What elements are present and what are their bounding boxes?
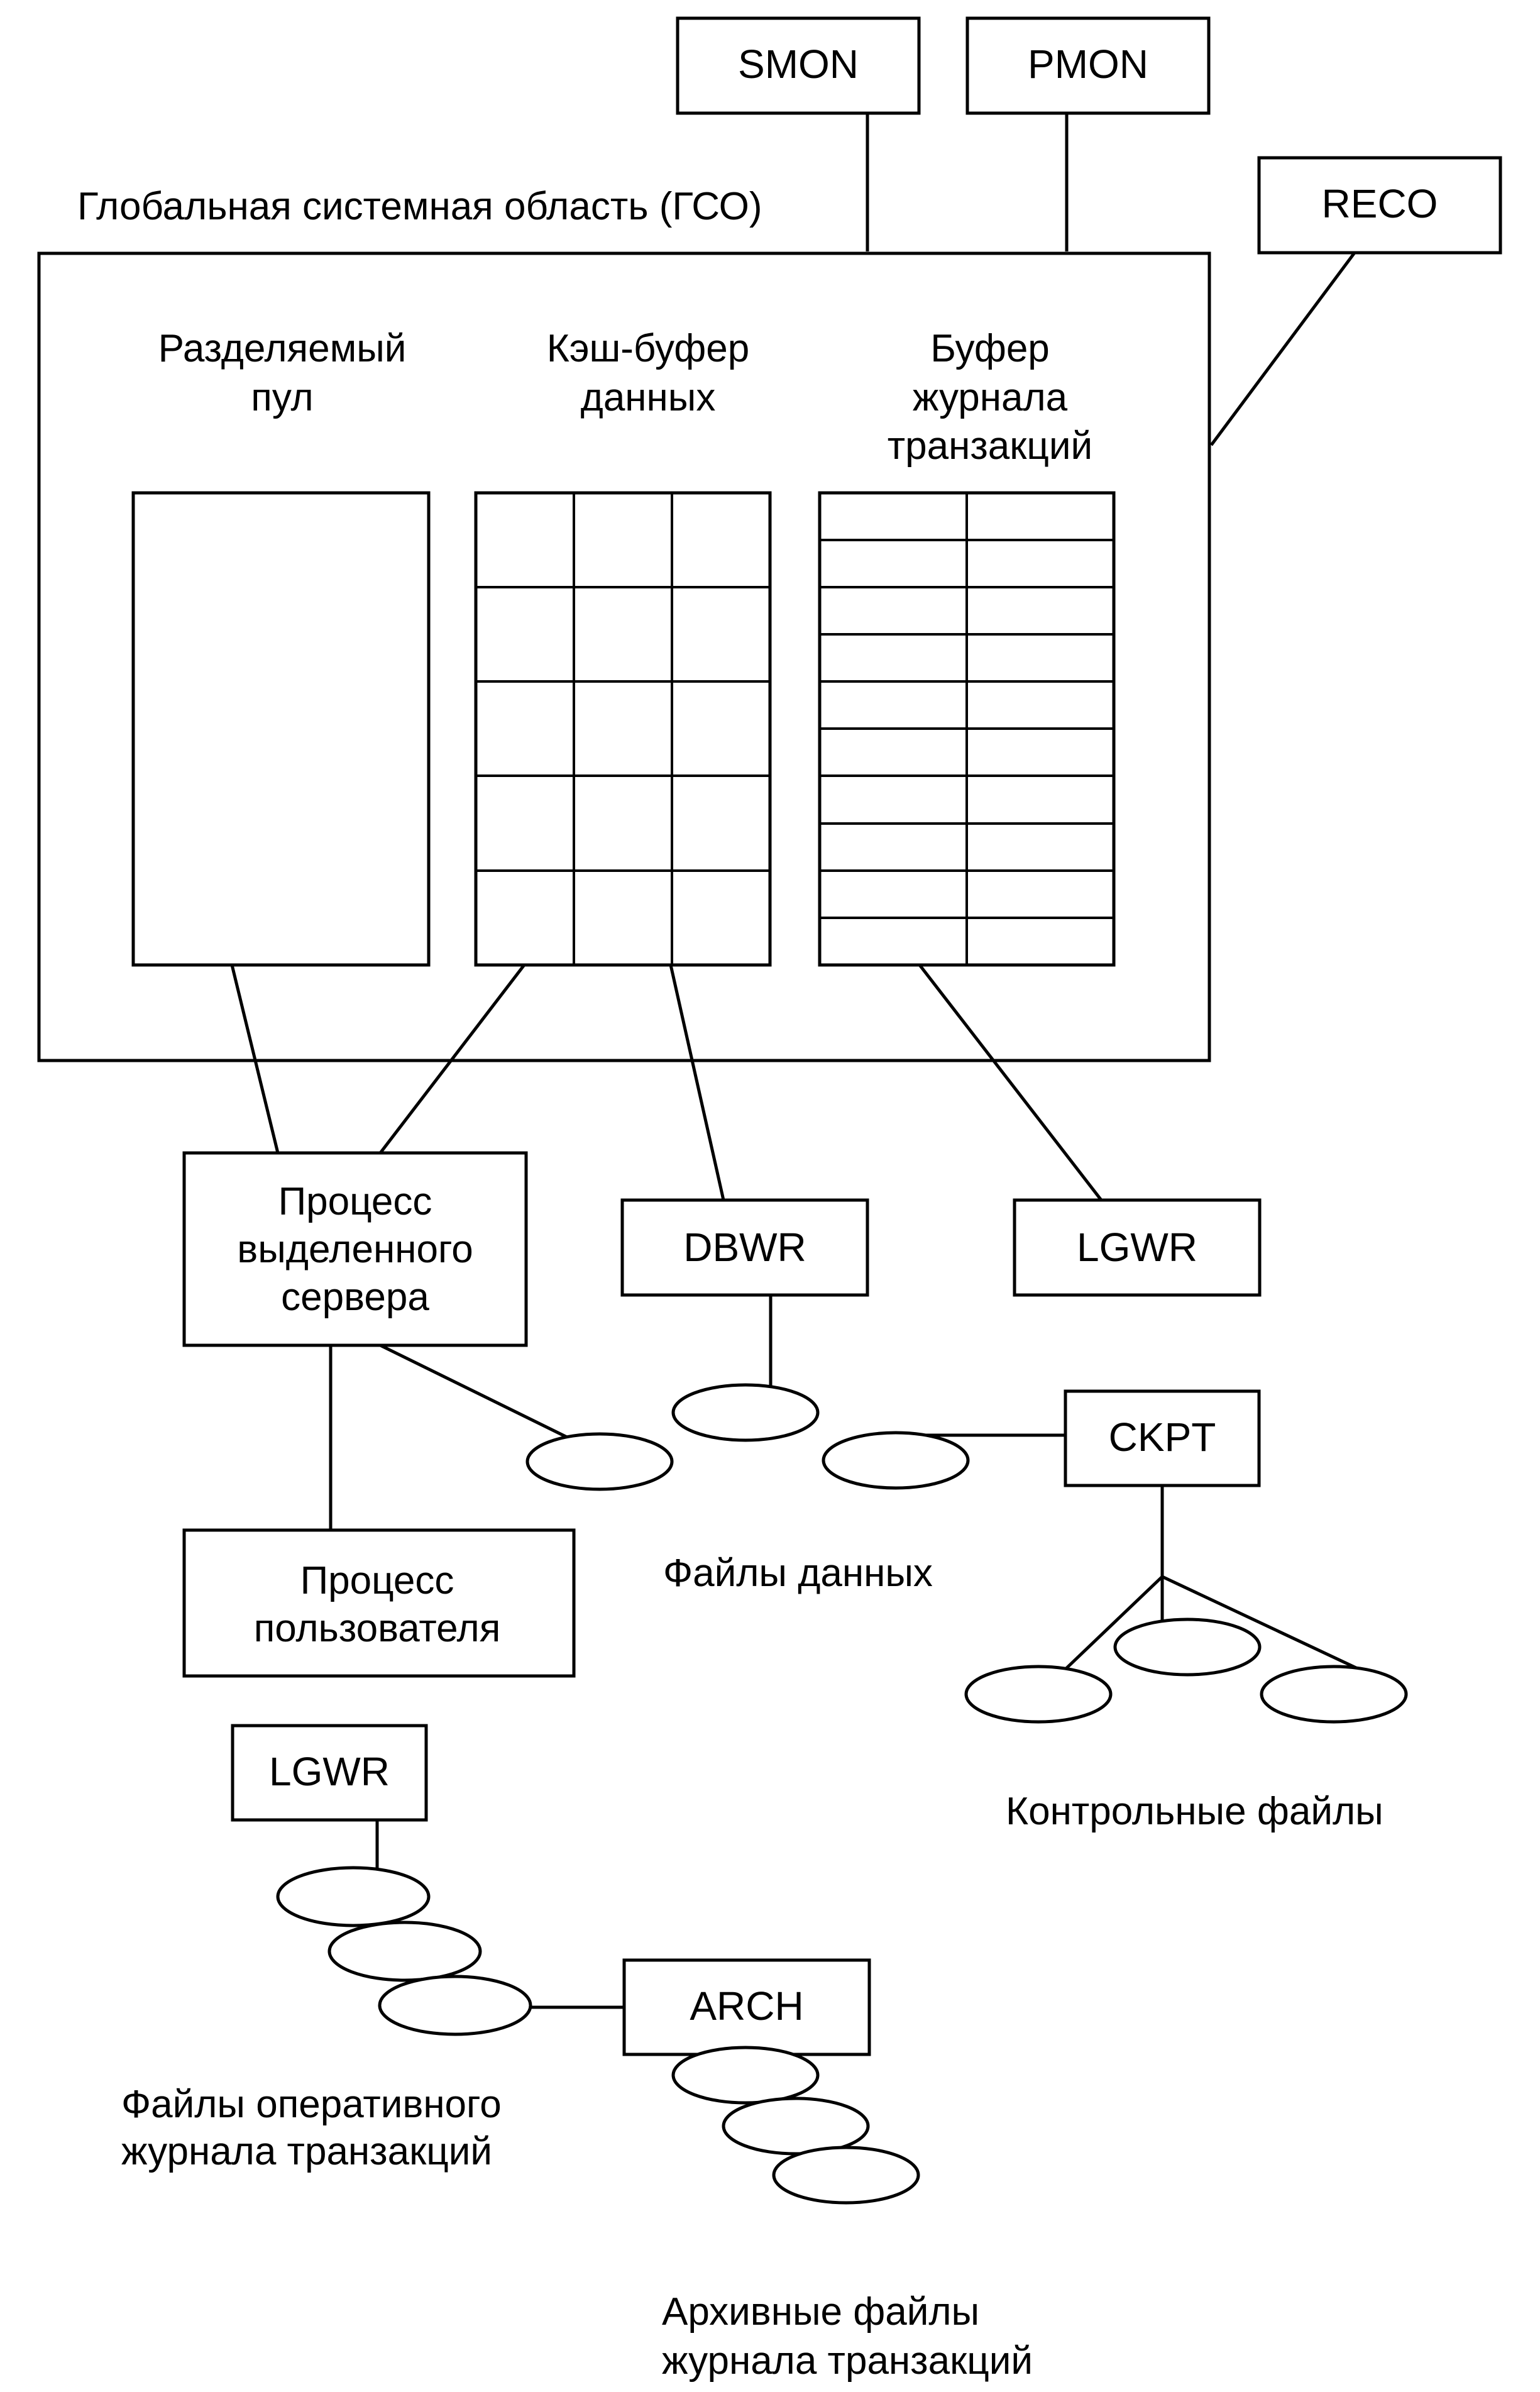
sga-title: Глобальная системная область (ГСО) [77,185,762,228]
data-file-disk [525,1432,674,1491]
shared-pool-label-line2: пул [251,376,313,419]
server-process-label-line2: выделенного [237,1228,473,1271]
pmon-label: PMON [1028,41,1148,87]
archive-logs-label-line2: журнала транзакций [662,2339,1033,2383]
lgwr-top-label: LGWR [1077,1225,1197,1270]
control-file-disk [1260,1665,1408,1724]
db-buffer-cache-label-line2: данных [581,376,716,419]
db-buffer-cache-grid [474,491,772,967]
control-file-disk [1113,1618,1262,1677]
data-files: Файлы данных [525,1383,970,1595]
redo-log-buffer: Буфер журнала транзакций [818,327,1116,967]
archive-log-files: Архивные файлы журнала транзакций [662,2046,1033,2383]
archive-logs-label-line1: Архивные файлы [662,2290,979,2334]
pmon-process: PMON [965,16,1211,115]
online-redo-logs-label-line1: Файлы оперативного [121,2083,502,2126]
redo-buffer-to-lgwr-connector [918,964,1103,1201]
ckpt-process: CKPT [1064,1389,1261,1487]
dbwr-process: DBWR [620,1198,869,1297]
cache-to-dbwr-connector [669,964,725,1201]
control-files-label: Контрольные файлы [1006,1790,1383,1833]
db-buffer-cache-cells [476,493,770,965]
lgwr-process-top: LGWR [1013,1198,1262,1297]
redo-log-file-disk [276,1866,431,1927]
redo-log-file-disk [378,1975,532,2036]
db-buffer-cache: Кэш-буфер данных [474,327,772,967]
reco-label: RECO [1322,181,1438,226]
control-files: Контрольные файлы [964,1618,1408,1833]
data-file-disk [822,1431,970,1490]
server-process-label-line3: сервера [281,1276,429,1319]
shared-pool: Разделяемый пул [131,327,431,967]
control-file-disk [964,1665,1113,1724]
sga-frame [37,251,1211,1062]
redo-log-buffer-cells [820,493,1114,965]
lgwr-bottom-label: LGWR [269,1749,390,1794]
ckpt-branch-left [1062,1575,1163,1672]
user-process-label-line2: пользователя [254,1607,501,1650]
online-redo-log-files: Файлы оперативного журнала транзакций [121,1866,532,2173]
db-buffer-cache-label-line1: Кэш-буфер [547,327,750,370]
reco-process: RECO [1257,156,1502,255]
redo-log-buffer-label-line1: Буфер [930,327,1050,370]
user-process: Процесс пользователя [182,1528,576,1678]
archive-log-file-disk [772,2146,920,2205]
reco-connector [1209,251,1356,446]
redo-log-buffer-label-line3: транзакций [888,424,1092,468]
data-file-disk [671,1383,820,1442]
server-process-label-line1: Процесс [278,1180,432,1223]
lgwr-process-bottom: LGWR [231,1724,428,1822]
shared-pool-label-line1: Разделяемый [158,327,407,370]
archive-log-file-disk [722,2097,870,2156]
user-process-label-line1: Процесс [300,1559,454,1602]
shared-pool-block [131,491,431,967]
ckpt-label: CKPT [1109,1414,1216,1460]
arch-label: ARCH [690,1983,803,2029]
server-to-data-file-connector [379,1343,573,1441]
archive-log-file-disk [671,2046,820,2105]
smon-label: SMON [738,41,859,87]
arch-process: ARCH [622,1958,871,2056]
dbwr-label: DBWR [683,1225,806,1270]
dedicated-server-process: Процесс выделенного сервера [182,1151,528,1347]
data-files-label: Файлы данных [663,1551,933,1595]
online-redo-logs-label-line2: журнала транзакций [121,2130,492,2173]
smon-process: SMON [676,16,921,115]
ckpt-branch-right [1161,1575,1364,1673]
redo-log-buffer-label-line2: журнала [913,376,1068,419]
redo-log-file-disk [327,1921,482,1982]
